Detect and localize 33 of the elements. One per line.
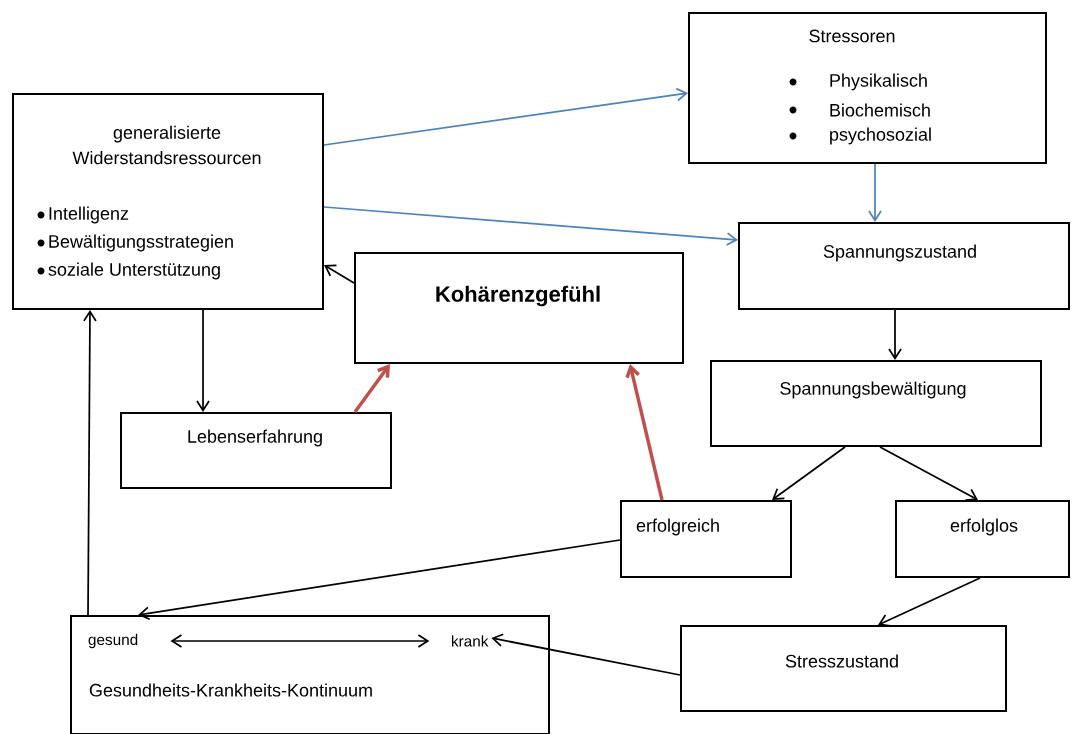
list-item: Physikalisch <box>830 73 927 91</box>
arrow <box>83 310 97 616</box>
node-label: Stressoren <box>809 29 895 43</box>
node-label: Gesundheits-Krankheits-Kontinuum <box>89 683 372 697</box>
node-label: Spannungszustand <box>823 244 976 262</box>
list-item: psychosozial <box>830 127 931 145</box>
node-label: Stresszustand <box>785 654 898 668</box>
node-label: gesund <box>88 633 138 649</box>
node-label: Spannungsbewältigung <box>780 381 966 399</box>
arrow <box>868 163 882 222</box>
arrow <box>323 87 688 146</box>
list-item: Bewältigungsstrategien <box>49 234 233 252</box>
arrow <box>772 446 846 500</box>
arrow <box>323 206 738 246</box>
node-label: krank <box>451 635 489 647</box>
arrow <box>353 364 390 414</box>
arrow <box>888 309 902 360</box>
list-item: Biochemisch <box>830 103 930 117</box>
arrow <box>491 633 681 676</box>
node-label: Lebenserfahrung <box>188 429 322 447</box>
arrow <box>324 264 355 284</box>
arrow <box>196 309 210 412</box>
arrow <box>625 364 664 501</box>
arrow <box>138 539 621 621</box>
arrow <box>170 634 430 648</box>
arrow <box>878 577 981 627</box>
node-label: erfolglos <box>950 518 1018 536</box>
node-label: erfolgreich <box>636 518 719 536</box>
arrow <box>879 446 978 501</box>
box-heading: generalisierte Widerstandsressourcen <box>72 125 261 165</box>
list-item: Intelligenz <box>49 206 129 224</box>
node-label: Kohärenzgefühl <box>436 285 600 307</box>
list-item: soziale Unterstützung <box>48 262 220 280</box>
